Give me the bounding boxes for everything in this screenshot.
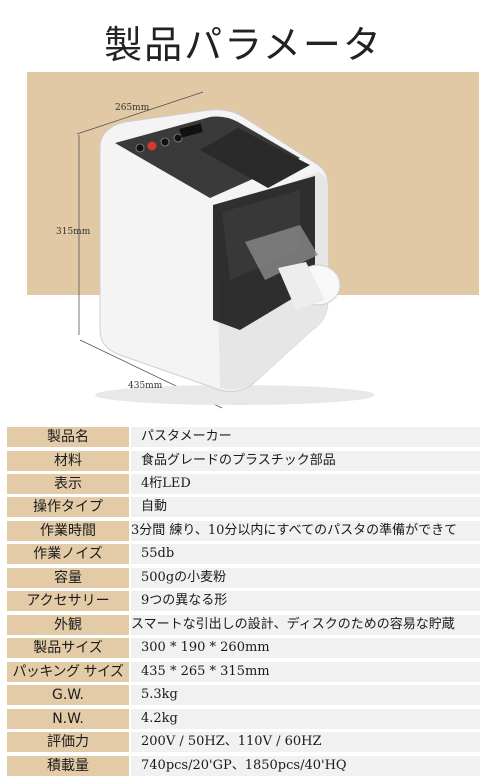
spec-value: 3分間 練り、10分以内にすべてのパスタの準備ができて: [131, 521, 480, 541]
spec-value: 9つの異なる形: [131, 591, 480, 611]
spec-value: 自動: [131, 497, 480, 517]
spec-row: 外観スマートな引出しの設計、ディスクのための容易な貯蔵: [0, 615, 487, 635]
spec-value: 740pcs/20'GP、1850pcs/40'HQ: [131, 756, 480, 776]
spec-label: パッキング サイズ: [7, 662, 129, 682]
width-dimension-label: 265mm: [115, 103, 150, 113]
extruder-cap: [278, 262, 325, 310]
spec-value: 200V / 50HZ、110V / 60HZ: [131, 732, 480, 752]
spec-value: 5.3kg: [131, 685, 480, 705]
spec-row: 製品名パスタメーカー: [0, 427, 487, 447]
depth-dimension-label: 435mm: [128, 381, 163, 391]
width-dimension-line: [76, 91, 204, 135]
spec-value: 4桁LED: [131, 474, 480, 494]
spec-row: 材料食品グレードのプラスチック部品: [0, 451, 487, 471]
spec-label: G.W.: [7, 685, 129, 705]
spec-label: 積載量: [7, 756, 129, 776]
spec-label: N.W.: [7, 709, 129, 729]
spec-label: 材料: [7, 451, 129, 471]
spec-value: パスタメーカー: [131, 427, 480, 447]
control-button: [173, 133, 183, 143]
spec-value: 300 * 190 * 260mm: [131, 638, 480, 658]
extruder-housing: [245, 225, 318, 280]
height-dimension-label: 315mm: [56, 227, 91, 237]
spec-label: 操作タイプ: [7, 497, 129, 517]
spec-label: 製品サイズ: [7, 638, 129, 658]
spec-label: 評価力: [7, 732, 129, 752]
spec-row: 操作タイプ自動: [0, 497, 487, 517]
spec-label: 表示: [7, 474, 129, 494]
spec-label: 外観: [7, 615, 129, 635]
spec-row: N.W.4.2kg: [0, 709, 487, 729]
spec-value: 435 * 265 * 315mm: [131, 662, 480, 682]
spec-label: 作業時間: [7, 521, 129, 541]
spec-row: G.W.5.3kg: [0, 685, 487, 705]
spec-label: 製品名: [7, 427, 129, 447]
spec-value: 55db: [131, 544, 480, 564]
control-button: [135, 143, 145, 153]
machine-shadow: [95, 385, 375, 405]
spec-label: アクセサリー: [7, 591, 129, 611]
spec-value: スマートな引出しの設計、ディスクのための容易な貯蔵: [131, 615, 480, 635]
spec-value: 食品グレードのプラスチック部品: [131, 451, 480, 471]
spec-label: 作業ノイズ: [7, 544, 129, 564]
page-title: 製品パラメータ: [104, 23, 383, 67]
spec-value: 4.2kg: [131, 709, 480, 729]
power-button: [147, 141, 157, 151]
spec-label: 容量: [7, 568, 129, 588]
led-display: [179, 123, 203, 138]
spec-value: 500gの小麦粉: [131, 568, 480, 588]
top-lid: [200, 128, 310, 188]
control-button: [160, 137, 170, 147]
product-photo: [27, 72, 479, 409]
